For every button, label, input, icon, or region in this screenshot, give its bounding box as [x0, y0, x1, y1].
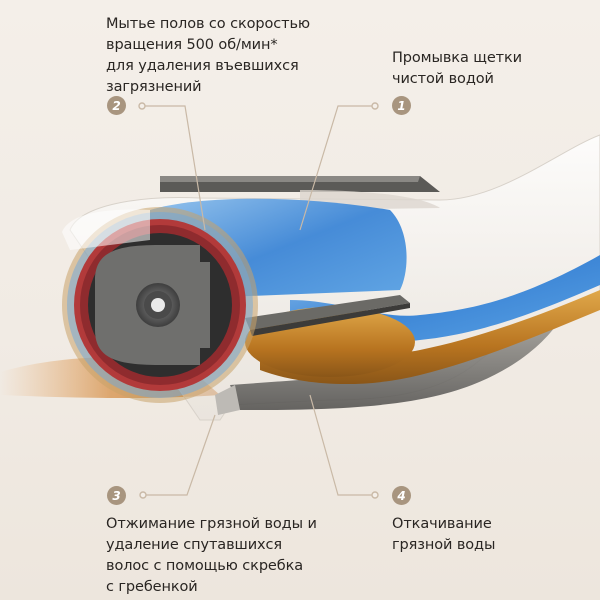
callout-1-line-1: Промывка щетки: [392, 50, 522, 66]
callout-4-line-1: Откачивание: [392, 516, 492, 532]
callout-3-line-1: Отжимание грязной воды и: [106, 516, 317, 532]
callout-3-line-2: удаление спутавшихся: [106, 537, 282, 553]
callout-1-text: Промывка щетки чистой водой: [392, 48, 522, 90]
callout-2-text: Мытье полов со скоростью вращения 500 об…: [106, 14, 310, 98]
callout-1-line-2: чистой водой: [392, 71, 494, 87]
callout-1-number-badge: 1: [392, 96, 411, 115]
callout-4-text: Откачивание грязной воды: [392, 514, 495, 556]
callout-2-line-3: для удаления въевшихся: [106, 58, 299, 74]
callout-3-text: Отжимание грязной воды и удаление спутав…: [106, 514, 317, 598]
callout-2-line-2: вращения 500 об/мин*: [106, 37, 278, 53]
callout-2-line-4: загрязнений: [106, 79, 202, 95]
callout-2-number-badge: 2: [107, 96, 126, 115]
callout-2-line-1: Мытье полов со скоростью: [106, 16, 311, 32]
callout-4-line-2: грязной воды: [392, 537, 496, 553]
callout-3-line-3: волос с помощью скребка: [106, 558, 304, 574]
callout-3-line-4: с гребенкой: [106, 579, 198, 595]
callout-4-number-badge: 4: [392, 486, 411, 505]
callout-3-number-badge: 3: [107, 486, 126, 505]
